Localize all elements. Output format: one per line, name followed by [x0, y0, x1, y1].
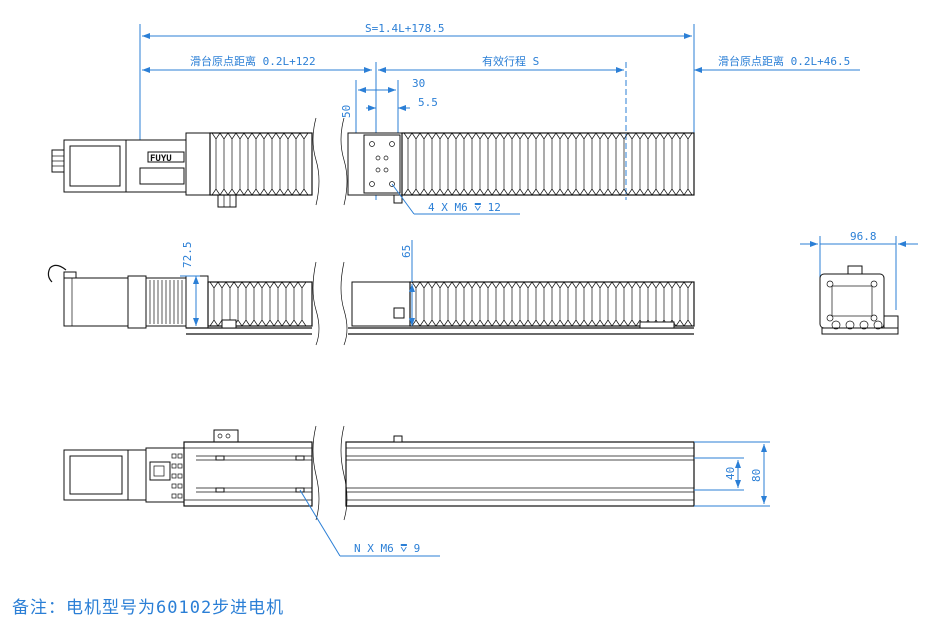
- side-view: 72.5 65: [47, 240, 695, 346]
- driver-slot: [177, 453, 183, 459]
- motor-note: 备注：电机型号为60102步进电机: [12, 598, 285, 618]
- top-holes-callout: 4 X M6 ⩢ 12: [428, 201, 501, 214]
- bellows-folds: [211, 132, 309, 196]
- carriage-height-label: 50: [340, 105, 353, 118]
- bottom-holes-callout: N X M6 ⩢ 9: [354, 542, 420, 555]
- right-origin-label: 滑台原点距离 0.2L+46.5: [718, 54, 850, 68]
- hole-offset-label: 5.5: [418, 96, 438, 109]
- left-origin-label: 滑台原点距离 0.2L+122: [190, 54, 316, 68]
- end-view: 96.8: [800, 230, 918, 335]
- driver-slot: [171, 453, 177, 459]
- outer-width-label: 80: [750, 469, 763, 482]
- effective-stroke-label: 有效行程 S: [482, 54, 539, 68]
- driver-slot: [171, 473, 177, 479]
- driver-slot: [171, 463, 177, 469]
- bellows-folds: [403, 132, 693, 196]
- height-carriage-label: 65: [400, 245, 413, 258]
- top-view: FUYU 4 X M6 ⩢ 12: [51, 117, 695, 215]
- driver-slot: [177, 483, 183, 489]
- top-dimensions: S=1.4L+178.5 滑台原点距离 0.2L+122 有效行程 S 滑台原点…: [139, 22, 860, 200]
- bottom-view: 40 80 N X M6 ⩢ 9: [63, 425, 770, 557]
- driver-slot: [171, 493, 177, 499]
- driver-slot: [177, 463, 183, 469]
- height-left-label: 72.5: [181, 242, 194, 269]
- inner-width-label: 40: [724, 467, 737, 480]
- driver-slot: [171, 483, 177, 489]
- total-stroke-label: S=1.4L+178.5: [365, 22, 444, 35]
- end-width-label: 96.8: [850, 230, 877, 243]
- carriage-width-label: 30: [412, 77, 425, 90]
- driver-slot: [177, 493, 183, 499]
- brand-logo: FUYU: [150, 154, 172, 164]
- bellows-folds: [209, 281, 307, 327]
- driver-slot: [177, 473, 183, 479]
- bellows-folds: [411, 281, 693, 327]
